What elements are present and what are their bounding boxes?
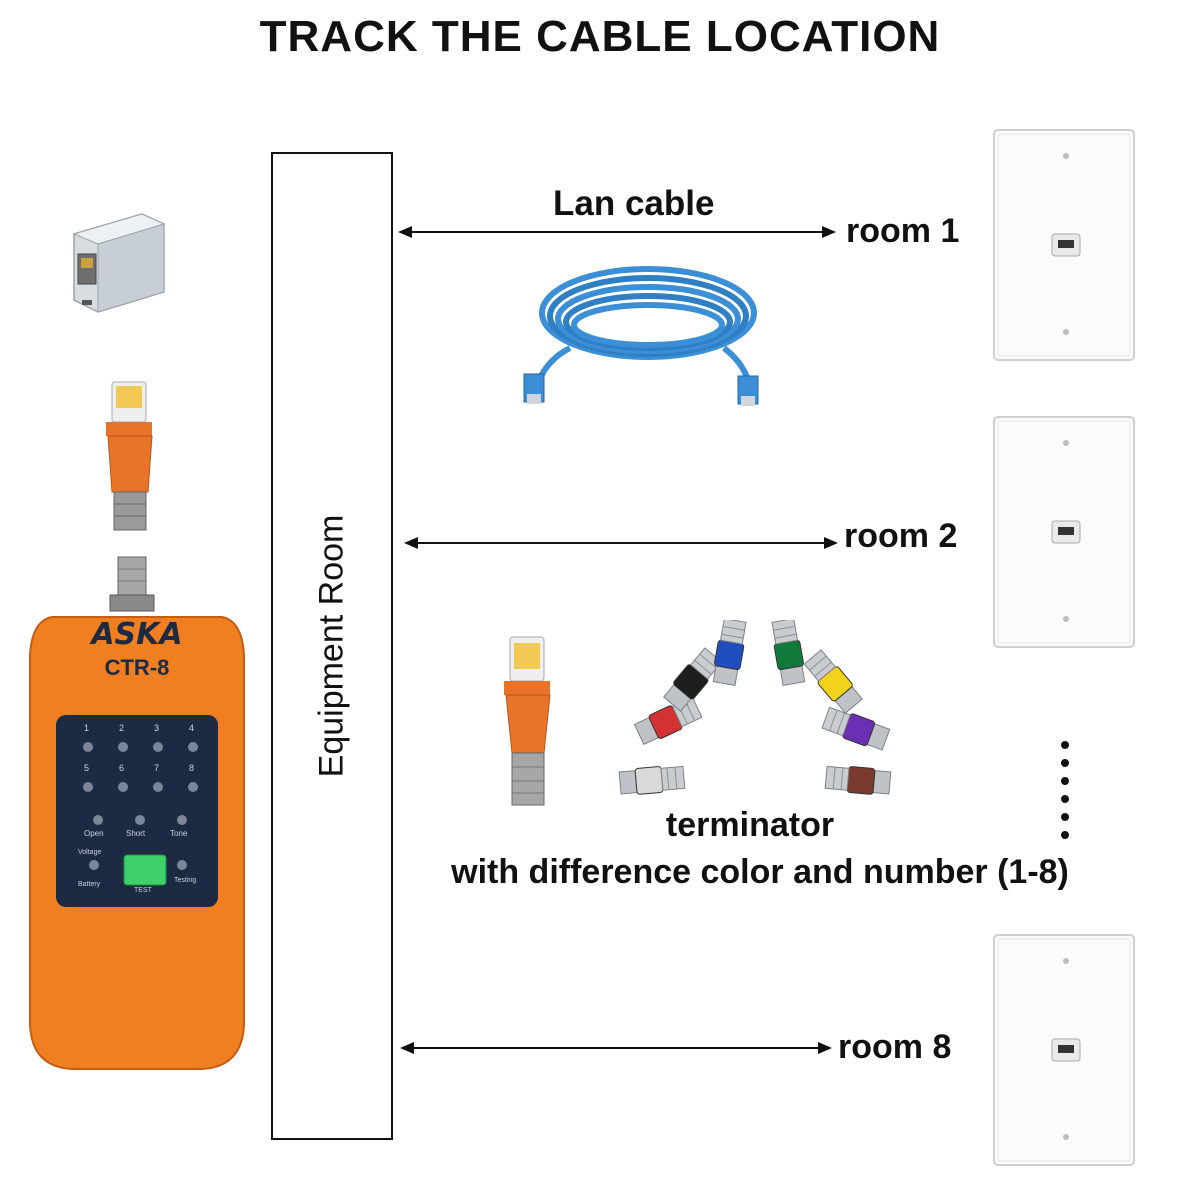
terminator-description: with difference color and number (1-8): [451, 853, 1069, 891]
test-button-label: TEST: [134, 887, 152, 894]
status-open: Open: [84, 829, 104, 838]
led-number-row-1: 1 2 3 4: [84, 723, 195, 733]
equipment-room-label: Equipment Room: [312, 514, 351, 778]
terminator-icon: [803, 649, 863, 714]
terminator-arc: [610, 620, 920, 820]
tester-brand: ASKA: [91, 617, 183, 652]
page-title: TRACK THE CABLE LOCATION: [259, 12, 941, 61]
wall-plate-icon: [992, 933, 1138, 1169]
cable-tester-device: ASKA CTR-8 1 2 3 4 5 6 7 8 Open Short To…: [22, 555, 252, 1075]
status-short: Short: [126, 829, 146, 838]
arrow-room-2: [404, 533, 840, 553]
room-1-label: room 1: [846, 212, 960, 250]
more-rooms-dots-icon: [1055, 740, 1075, 840]
terminator-icon: [771, 620, 806, 686]
terminator-icon: [824, 765, 892, 795]
voltage-label: Voltage: [78, 849, 102, 856]
tester-model: CTR-8: [104, 655, 170, 680]
arrow-room-1: [398, 222, 838, 242]
lan-cable-label: Lan cable: [553, 184, 715, 223]
wall-plate-icon: [992, 415, 1138, 651]
terminator-icon: [821, 706, 891, 751]
equipment-room-box: Equipment Room: [271, 152, 393, 1140]
testing-label: Testing: [174, 877, 197, 884]
wall-plate-icon: [992, 128, 1138, 364]
battery-label: Battery: [78, 881, 101, 888]
room-8-label: room 8: [838, 1028, 952, 1066]
terminator-label: terminator: [665, 806, 835, 844]
rj45-plug-adapter-icon: [498, 635, 558, 811]
lan-cable-icon: [510, 258, 770, 408]
room-2-label: room 2: [844, 517, 958, 555]
terminator-icon: [633, 696, 703, 746]
rj45-plug-adapter-icon: [100, 380, 160, 536]
terminator-icon: [618, 765, 686, 795]
arrow-room-8: [400, 1038, 834, 1058]
rj45-coupler-icon: [68, 200, 168, 320]
terminator-icon: [712, 620, 747, 686]
status-tone: Tone: [170, 829, 188, 838]
terminator-icon: [663, 647, 723, 712]
led-number-row-2: 5 6 7 8: [84, 763, 195, 773]
